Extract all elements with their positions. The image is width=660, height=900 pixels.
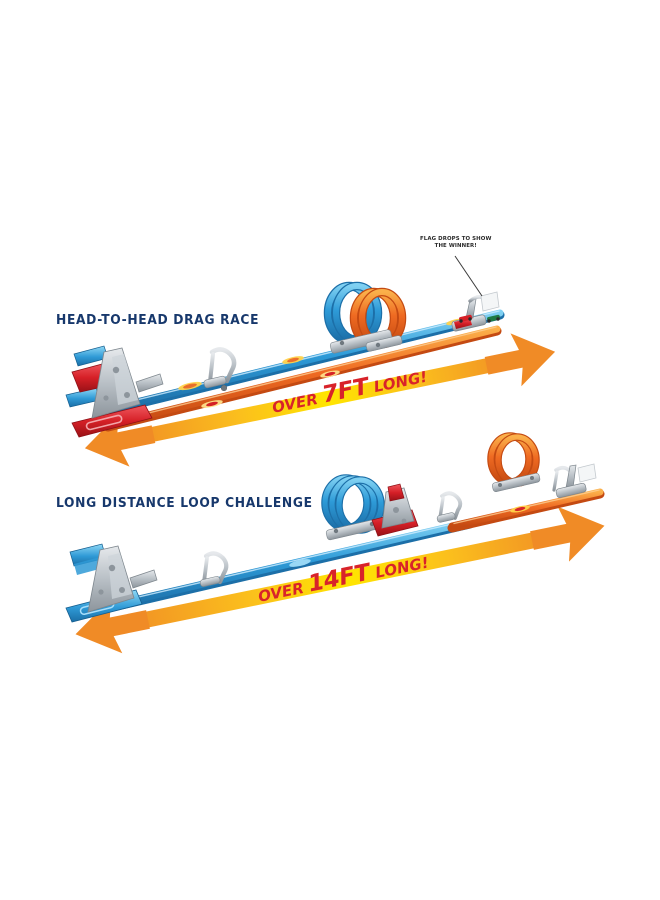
heading-drag-race: HEAD-TO-HEAD DRAG RACE <box>56 313 260 328</box>
loop-challenge-loop-blue <box>321 474 385 541</box>
loop-challenge-blue-rail <box>95 518 475 615</box>
loop-challenge-loop-orange <box>487 432 541 492</box>
callout-leader-line <box>454 255 483 297</box>
callout-flag-line2: THE WINNER! <box>434 243 477 250</box>
callout-flag-line1: FLAG DROPS TO SHOW <box>420 236 492 242</box>
track-support-clamp <box>203 347 237 391</box>
drag-race-orange-lane <box>103 325 502 432</box>
track-decals-2 <box>289 505 530 567</box>
loop-challenge-launcher <box>65 543 158 623</box>
car-red <box>459 314 473 323</box>
drag-race-launcher <box>65 345 164 438</box>
drag-race-blue-lane <box>107 309 505 415</box>
loop-challenge-booster <box>371 483 419 537</box>
arrow-7ft <box>84 333 556 467</box>
arrow-14ft <box>75 506 605 654</box>
loop-challenge-flag-post <box>555 463 597 498</box>
drag-race-finish-gate <box>451 291 501 332</box>
winner-flag-icon <box>480 291 500 312</box>
track-support-clamp-3 <box>436 491 463 523</box>
car-green <box>487 314 501 323</box>
heading-loop-challenge: LONG DISTANCE LOOP CHALLENGE <box>56 496 313 511</box>
callout-flag-drops: FLAG DROPS TO SHOW THE WINNER! <box>420 236 492 251</box>
loop-base-plates <box>329 329 403 354</box>
track-support-clamp-2 <box>199 551 229 587</box>
track-decals <box>178 318 464 408</box>
